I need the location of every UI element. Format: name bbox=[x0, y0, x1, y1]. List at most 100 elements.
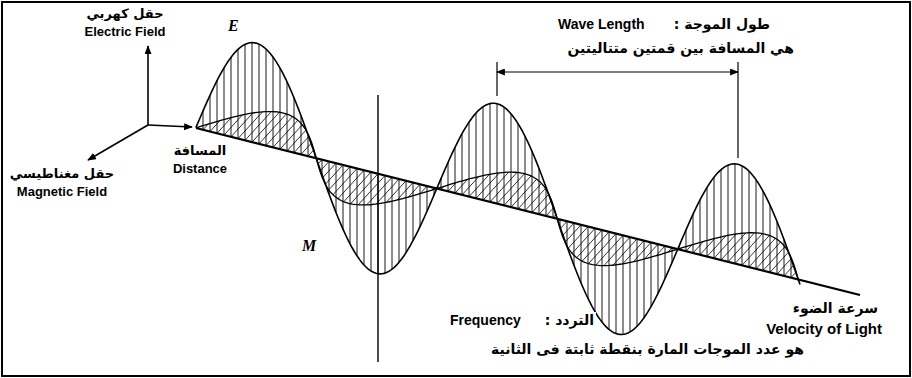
electric-hatch bbox=[588, 227, 589, 299]
axis-label: حقل كهربي bbox=[84, 6, 165, 22]
electric-hatch bbox=[413, 183, 414, 241]
wavelength-tick bbox=[496, 62, 497, 96]
term-label: Velocity of Light bbox=[764, 320, 884, 338]
electric-hatch bbox=[343, 165, 344, 229]
magnetic-hatch bbox=[301, 143, 312, 155]
magnetic-hatch bbox=[504, 176, 531, 206]
magnetic-hatch bbox=[728, 233, 755, 262]
electric-wave bbox=[196, 43, 800, 335]
magnetic-hatch bbox=[320, 161, 329, 171]
axis-label: Electric Field bbox=[83, 24, 168, 40]
electric-hatch bbox=[448, 162, 449, 191]
electric-hatch bbox=[287, 82, 288, 151]
electric-hatch bbox=[329, 161, 330, 194]
wavelength-tick bbox=[737, 62, 738, 158]
wavelength-bracket bbox=[497, 71, 738, 72]
axis-label: Distance bbox=[171, 161, 229, 177]
electric-hatch bbox=[735, 164, 736, 264]
term-label: التردد : bbox=[543, 312, 596, 329]
magnetic-hatch bbox=[770, 252, 788, 272]
electric-hatch bbox=[371, 172, 372, 271]
electric-hatch bbox=[770, 205, 771, 272]
electric-hatch bbox=[399, 179, 400, 262]
electric-hatch bbox=[784, 240, 785, 276]
frequency-line bbox=[377, 95, 378, 362]
magnetic-hatch bbox=[266, 117, 293, 146]
electric-hatch bbox=[483, 107, 484, 200]
electric-hatch bbox=[749, 171, 750, 267]
magnetic-hatch bbox=[329, 167, 350, 190]
electric-hatch bbox=[210, 95, 211, 131]
electric-hatch bbox=[763, 191, 764, 271]
magnetic-hatch bbox=[525, 188, 545, 210]
electric-hatch bbox=[630, 237, 631, 332]
electric-hatch bbox=[595, 228, 596, 311]
electric-hatch bbox=[462, 134, 463, 195]
definition-text: هو عدد الموجات المارة بنقطة ثابتة فى الث… bbox=[489, 341, 806, 358]
magnetic-hatch bbox=[582, 232, 609, 261]
electric-hatch bbox=[728, 165, 729, 262]
electric-hatch bbox=[469, 122, 470, 197]
wave-group bbox=[196, 43, 860, 335]
electric-hatch bbox=[714, 177, 715, 258]
electric-hatch bbox=[756, 180, 757, 269]
electric-hatch bbox=[364, 170, 365, 265]
electric-hatch bbox=[693, 214, 694, 253]
electric-hatch bbox=[336, 163, 337, 212]
electric-hatch bbox=[357, 168, 358, 255]
electric-hatch bbox=[777, 222, 778, 275]
electric-hatch bbox=[532, 151, 533, 212]
electric-hatch bbox=[406, 181, 407, 253]
electric-hatch bbox=[546, 187, 547, 216]
electric-hatch bbox=[700, 200, 701, 255]
magnetic-hatch bbox=[287, 130, 306, 151]
distance-axis bbox=[148, 125, 192, 127]
electric-hatch bbox=[259, 44, 260, 144]
electric-hatch bbox=[280, 68, 281, 149]
magnetic-hatch bbox=[280, 125, 302, 149]
term-label: طول الموجة : bbox=[672, 16, 772, 33]
electric-hatch bbox=[511, 114, 512, 207]
magnetic-hatch bbox=[568, 227, 588, 249]
field-symbol: M bbox=[300, 236, 318, 255]
electric-hatch bbox=[518, 124, 519, 209]
electric-hatch bbox=[623, 235, 624, 334]
magnetic-hatch bbox=[784, 265, 794, 276]
axis-label: Magnetic Field bbox=[15, 184, 109, 200]
electric-hatch bbox=[686, 230, 687, 251]
magnetic-hatch bbox=[490, 172, 517, 202]
magnetic-hatch bbox=[386, 181, 406, 203]
electric-hatch bbox=[497, 104, 498, 204]
electric-hatch bbox=[707, 187, 708, 256]
electric-hatch bbox=[231, 57, 232, 137]
electric-hatch bbox=[217, 81, 218, 134]
magnetic-hatch bbox=[358, 176, 385, 205]
magnetic-hatch bbox=[633, 242, 651, 261]
electric-hatch bbox=[266, 49, 267, 146]
electric-hatch bbox=[245, 44, 246, 140]
electric-axis bbox=[147, 46, 149, 125]
electric-hatch bbox=[609, 232, 610, 330]
electric-hatch bbox=[602, 230, 603, 322]
magnetic-hatch bbox=[763, 247, 785, 271]
electric-hatch bbox=[616, 234, 617, 334]
field-symbol: E bbox=[226, 16, 241, 35]
electric-hatch bbox=[392, 177, 393, 269]
electric-hatch bbox=[238, 49, 239, 138]
electric-hatch bbox=[742, 166, 743, 265]
electric-hatch bbox=[574, 223, 575, 265]
magnetic-axis bbox=[88, 125, 148, 160]
electric-hatch bbox=[658, 244, 659, 293]
axis-label: حقل مغناطيسي bbox=[8, 166, 116, 182]
electric-hatch bbox=[721, 170, 722, 260]
magnetic-hatch bbox=[224, 115, 242, 135]
electric-hatch bbox=[651, 242, 652, 306]
axis-label: المسافة bbox=[172, 143, 229, 159]
electric-hatch bbox=[490, 104, 491, 202]
electric-hatch bbox=[476, 113, 477, 198]
electric-hatch bbox=[455, 147, 456, 193]
electric-hatch bbox=[581, 225, 582, 283]
term-label: Frequency bbox=[448, 312, 523, 329]
magnetic-hatch bbox=[325, 165, 343, 184]
